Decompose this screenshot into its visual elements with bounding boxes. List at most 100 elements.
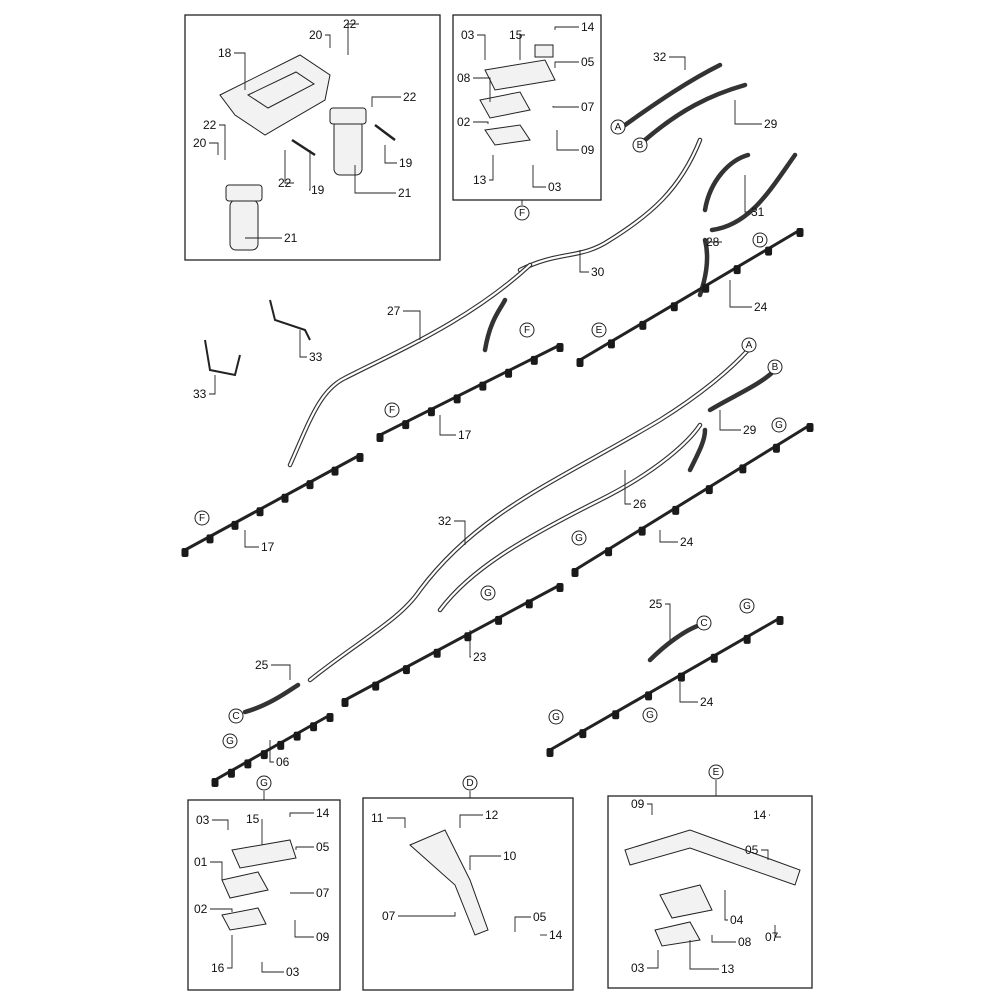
leader-line	[734, 100, 762, 125]
leader-line	[454, 520, 466, 545]
leader-line	[761, 849, 769, 860]
reference-letter: E	[596, 325, 603, 336]
reference-circle-f: F	[194, 510, 210, 526]
callout-number: 09	[631, 797, 645, 811]
nozzle-icon	[556, 583, 564, 592]
reference-letter: A	[746, 340, 753, 351]
nozzle-icon	[244, 759, 252, 769]
leader-line	[294, 920, 314, 938]
leader-line	[403, 310, 421, 340]
reference-letter: A	[615, 122, 622, 133]
leader-line	[473, 77, 491, 102]
callout-number: 27	[387, 304, 401, 318]
leader-line	[289, 812, 314, 817]
leader-line	[384, 145, 397, 164]
nozzle-icon	[402, 665, 410, 675]
leader-line	[689, 940, 719, 970]
reference-circle-g: G	[739, 598, 755, 614]
nozzle-icon	[227, 768, 235, 778]
callout-number: 21	[284, 231, 298, 245]
nozzle-icon	[806, 423, 814, 432]
nozzle-icon	[530, 355, 538, 365]
leader-line	[387, 817, 406, 828]
reference-letter: G	[552, 712, 560, 723]
reference-letter: G	[775, 420, 783, 431]
wire-brackets	[204, 299, 311, 377]
leader-line	[552, 106, 579, 108]
leader-line	[554, 61, 579, 68]
reference-circle-c: C	[228, 708, 244, 724]
leader-line	[284, 150, 294, 184]
callout-number: 30	[591, 265, 605, 279]
detail-parts	[221, 44, 801, 947]
reference-letter: C	[700, 618, 707, 629]
nozzle-icon	[776, 616, 784, 625]
reference-letter: C	[232, 711, 239, 722]
leader-line	[556, 130, 579, 151]
leader-line	[354, 165, 396, 194]
reference-circle-d: D	[462, 775, 478, 791]
reference-circle-g: G	[642, 707, 658, 723]
nozzle-icon	[495, 615, 503, 625]
nozzle-icon	[505, 368, 513, 378]
nozzle-icon	[796, 228, 804, 237]
nozzle-icon	[765, 246, 773, 256]
callout-number: 22	[343, 17, 357, 31]
nozzle-icon	[356, 453, 364, 462]
reference-circle-g: G	[480, 585, 496, 601]
nozzle-icon	[605, 547, 613, 557]
callout-number: 25	[649, 597, 663, 611]
callout-number: 03	[286, 965, 300, 979]
reference-letter: B	[637, 140, 644, 151]
leader-line	[227, 935, 233, 969]
nozzle-icon	[702, 283, 710, 293]
callout-number: 08	[738, 935, 752, 949]
leader-line	[774, 925, 781, 938]
leader-line	[210, 861, 223, 880]
callout-number: 23	[473, 650, 487, 664]
leader-line	[439, 415, 456, 436]
nozzle-icon	[672, 505, 680, 515]
callout-number: 24	[680, 535, 694, 549]
bracket-d	[409, 829, 489, 936]
nozzle-icon	[331, 466, 339, 476]
callout-number: 03	[548, 180, 562, 194]
callout-number: 02	[194, 902, 208, 916]
reference-letter: F	[519, 208, 525, 219]
leader-line	[261, 962, 284, 973]
nozzle-icon	[645, 691, 653, 701]
callout-number: 17	[458, 428, 472, 442]
reference-circle-g: G	[548, 709, 564, 725]
leader-line	[212, 819, 229, 830]
leader-line	[299, 330, 307, 358]
nozzle-icon	[556, 343, 564, 352]
leader-line	[347, 23, 359, 55]
nozzle-icon	[525, 599, 533, 609]
leader-line	[554, 26, 579, 30]
nozzle-icon	[733, 265, 741, 275]
callout-number: 07	[581, 100, 595, 114]
leader-line	[679, 682, 698, 703]
nozzle-icon	[427, 407, 435, 417]
reference-circle-f: F	[519, 322, 535, 338]
nozzle-icon	[638, 526, 646, 536]
leader-line	[210, 908, 233, 912]
bracket-e	[624, 829, 801, 886]
callout-number: 22	[278, 176, 292, 190]
nozzle-icon	[571, 568, 579, 577]
detail-boxes	[184, 14, 813, 991]
callout-number: 09	[316, 930, 330, 944]
leader-line	[271, 664, 291, 680]
nozzle-icon	[743, 634, 751, 644]
hose-31	[702, 152, 751, 213]
spray-boom	[344, 583, 561, 702]
callout-number: 07	[316, 886, 330, 900]
nozzle-icon	[612, 710, 620, 720]
hoses	[242, 62, 798, 715]
nozzle-icon	[293, 731, 301, 741]
reference-letter: D	[466, 778, 473, 789]
hose-29	[707, 367, 778, 413]
hose-25b	[647, 622, 703, 663]
callout-number: 03	[461, 28, 475, 42]
